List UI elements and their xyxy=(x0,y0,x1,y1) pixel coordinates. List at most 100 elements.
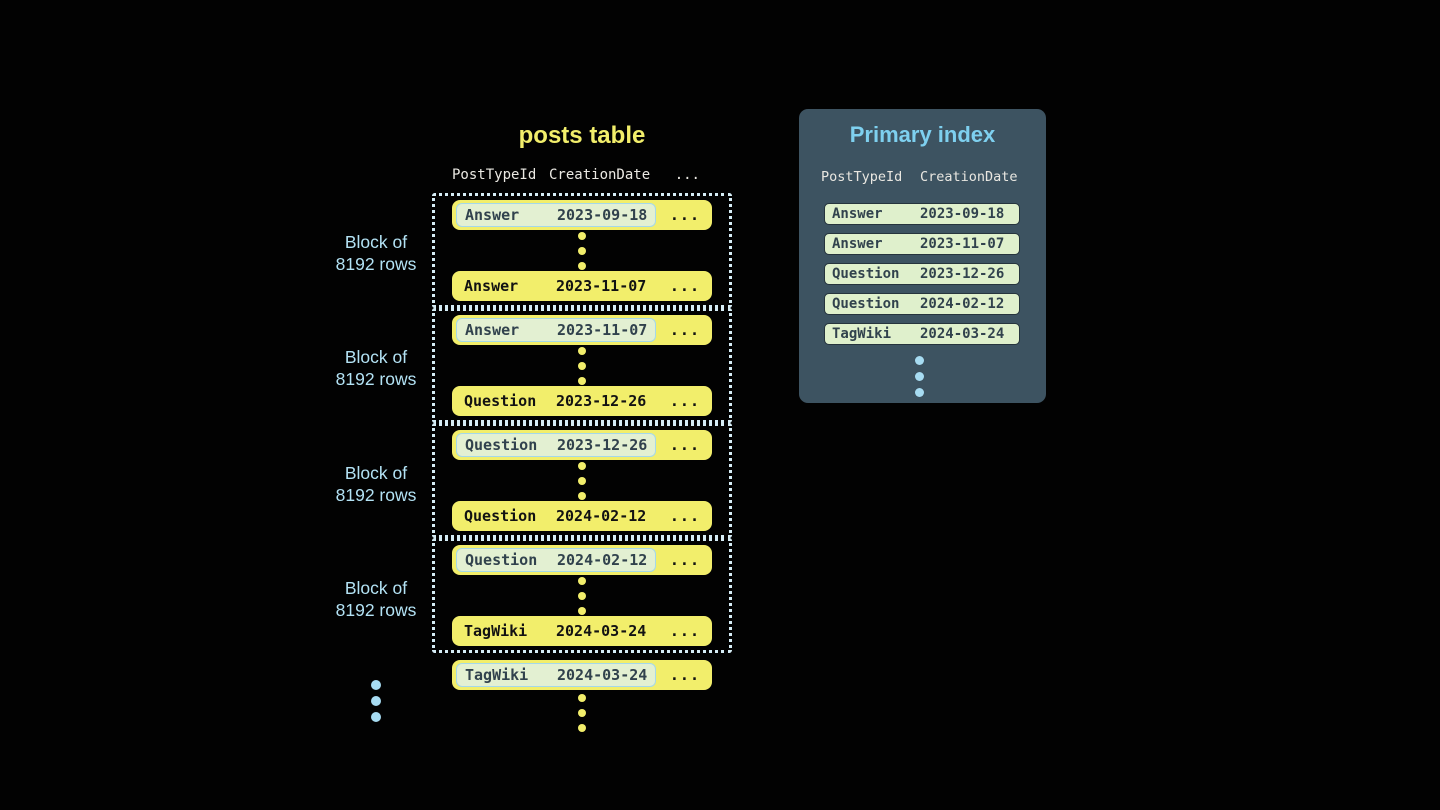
row-date: 2024-03-24 xyxy=(920,326,1005,342)
table-row-last: TagWiki 2024-03-24 ... xyxy=(452,616,712,646)
vertical-ellipsis-dots xyxy=(578,576,586,615)
vertical-ellipsis-dots xyxy=(578,461,586,500)
block-label: Block of 8192 rows xyxy=(296,346,456,390)
table-row-first: Question 2023-12-26 ... xyxy=(452,430,712,460)
dot xyxy=(578,576,586,585)
primary-index-panel: Primary index PostTypeId CreationDate An… xyxy=(799,109,1046,403)
dot xyxy=(578,491,586,500)
row-type: Question xyxy=(465,436,538,454)
row-ellipsis: ... xyxy=(669,206,700,224)
row-date: 2024-02-12 xyxy=(556,507,647,525)
dot xyxy=(578,694,586,702)
posts-table-blocks: Answer 2023-09-18 ... Answer 2023-11-07 … xyxy=(432,193,732,653)
dot xyxy=(371,696,381,706)
dot xyxy=(578,724,586,732)
index-mark-highlight: Question 2023-12-26 xyxy=(456,433,657,457)
header-posttypeid: PostTypeId xyxy=(821,169,903,185)
table-row-overflow: TagWiki 2024-03-24 ... xyxy=(452,660,712,690)
block-label-line2: 8192 rows xyxy=(335,369,417,389)
dot xyxy=(578,361,586,370)
row-ellipsis: ... xyxy=(669,321,700,339)
dot xyxy=(578,346,586,355)
table-row-first: Answer 2023-11-07 ... xyxy=(452,315,712,345)
row-date: 2023-12-26 xyxy=(556,392,647,410)
block-label-line1: Block of xyxy=(344,578,408,598)
row-ellipsis: ... xyxy=(669,551,700,569)
row-date: 2023-09-18 xyxy=(920,206,1005,222)
row-ellipsis: ... xyxy=(669,277,700,295)
dot xyxy=(578,246,586,255)
index-row: Answer 2023-09-18 xyxy=(824,203,1020,225)
header-more-columns: ... xyxy=(674,167,700,183)
table-row-last: Question 2023-12-26 ... xyxy=(452,386,712,416)
row-date: 2024-02-12 xyxy=(557,551,648,569)
dot xyxy=(578,476,586,485)
row-date: 2023-12-26 xyxy=(920,266,1005,282)
index-continues-dots xyxy=(915,356,924,397)
row-ellipsis: ... xyxy=(669,622,700,640)
row-date: 2023-11-07 xyxy=(556,277,647,295)
row-date: 2023-11-07 xyxy=(920,236,1005,252)
row-type: Question xyxy=(465,551,538,569)
dot xyxy=(915,372,924,381)
index-mark-highlight: Answer 2023-11-07 xyxy=(456,318,657,342)
dot xyxy=(578,461,586,470)
row-date: 2024-03-24 xyxy=(556,622,647,640)
primary-index-column-headers: PostTypeId CreationDate xyxy=(821,169,1024,185)
block-label-line1: Block of xyxy=(344,232,408,252)
row-type: TagWiki xyxy=(464,622,528,640)
dot xyxy=(371,712,381,722)
row-type: Answer xyxy=(464,277,519,295)
posts-table-title: posts table xyxy=(518,122,646,149)
table-row-first: Answer 2023-09-18 ... xyxy=(452,200,712,230)
blocks-continue-dots xyxy=(371,680,381,722)
block-label: Block of 8192 rows xyxy=(296,577,456,621)
header-creationdate: CreationDate xyxy=(920,169,1018,185)
row-type: Answer xyxy=(465,206,520,224)
row-type: Question xyxy=(832,266,900,282)
block-label-line2: 8192 rows xyxy=(335,600,417,620)
row-ellipsis: ... xyxy=(669,436,700,454)
block-label-line1: Block of xyxy=(344,347,408,367)
table-block-2: Answer 2023-11-07 ... Question 2023-12-2… xyxy=(432,308,732,423)
index-row: Question 2023-12-26 xyxy=(824,263,1020,285)
row-type: Question xyxy=(464,392,537,410)
table-block-3: Question 2023-12-26 ... Question 2024-02… xyxy=(432,423,732,538)
row-type: Answer xyxy=(832,206,883,222)
row-type: TagWiki xyxy=(465,666,529,684)
row-type: TagWiki xyxy=(832,326,892,342)
index-row: Question 2024-02-12 xyxy=(824,293,1020,315)
block-label: Block of 8192 rows xyxy=(296,462,456,506)
index-row: TagWiki 2024-03-24 xyxy=(824,323,1020,345)
row-ellipsis: ... xyxy=(669,507,700,525)
dot xyxy=(578,231,586,240)
table-row-last: Question 2024-02-12 ... xyxy=(452,501,712,531)
table-row-first: Question 2024-02-12 ... xyxy=(452,545,712,575)
row-date: 2023-12-26 xyxy=(557,436,648,454)
block-label: Block of 8192 rows xyxy=(296,231,456,275)
row-date: 2023-11-07 xyxy=(557,321,648,339)
row-type: Answer xyxy=(832,236,883,252)
vertical-ellipsis-dots xyxy=(578,346,586,385)
index-mark-highlight: Answer 2023-09-18 xyxy=(456,203,657,227)
dot xyxy=(371,680,381,690)
table-continues-dots xyxy=(578,694,586,732)
index-mark-highlight: Question 2024-02-12 xyxy=(456,548,657,572)
dot xyxy=(915,356,924,365)
dot xyxy=(578,606,586,615)
header-posttypeid: PostTypeId xyxy=(452,167,537,183)
dot xyxy=(578,591,586,600)
table-block-1: Answer 2023-09-18 ... Answer 2023-11-07 … xyxy=(432,193,732,308)
row-date: 2024-03-24 xyxy=(557,666,648,684)
posts-table-column-headers: PostTypeId CreationDate ... xyxy=(452,167,712,183)
block-label-line1: Block of xyxy=(344,463,408,483)
row-date: 2024-02-12 xyxy=(920,296,1005,312)
index-mark-highlight: TagWiki 2024-03-24 xyxy=(456,663,657,687)
block-label-line2: 8192 rows xyxy=(335,254,417,274)
primary-index-title: Primary index xyxy=(849,122,996,147)
row-date: 2023-09-18 xyxy=(557,206,648,224)
row-type: Answer xyxy=(465,321,520,339)
row-ellipsis: ... xyxy=(669,392,700,410)
block-label-line2: 8192 rows xyxy=(335,485,417,505)
